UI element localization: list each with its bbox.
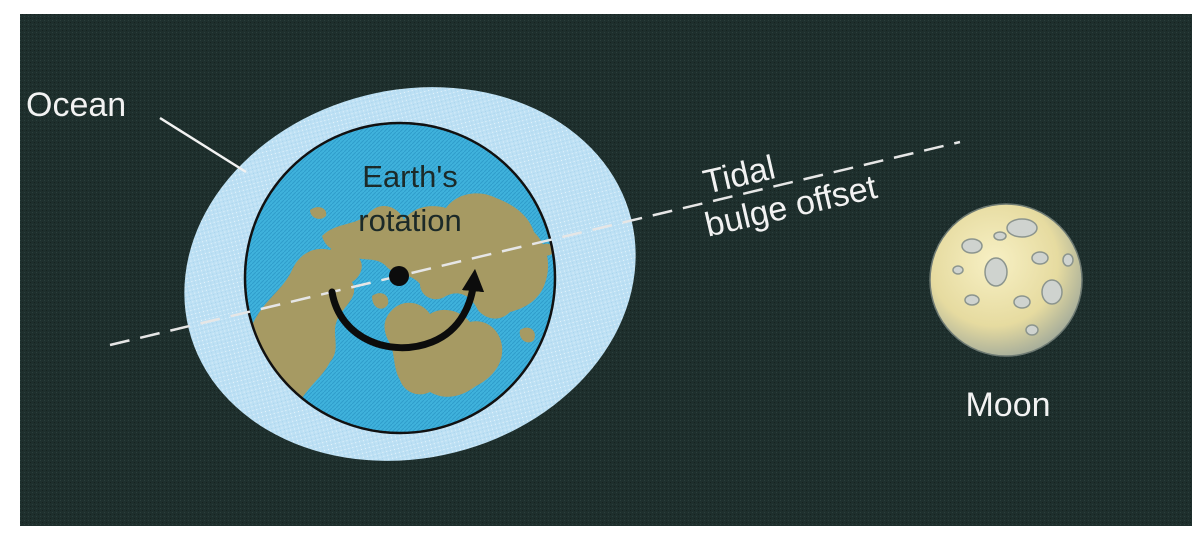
- earth-axis-dot: [389, 266, 409, 286]
- moon-label: Moon: [965, 386, 1050, 424]
- rotation-arrow: [328, 268, 485, 352]
- earth-rotation-label-line1: Earth's: [362, 159, 458, 194]
- moon-craters: [952, 218, 1074, 336]
- ocean-leader-line: [159, 116, 247, 174]
- ocean-label: Ocean: [26, 86, 126, 124]
- earth-landmasses: [246, 193, 554, 407]
- moon: [929, 203, 1083, 357]
- tidal-bulge-axis-line: [109, 140, 961, 347]
- earth-rotation-label-line2: rotation: [358, 203, 461, 238]
